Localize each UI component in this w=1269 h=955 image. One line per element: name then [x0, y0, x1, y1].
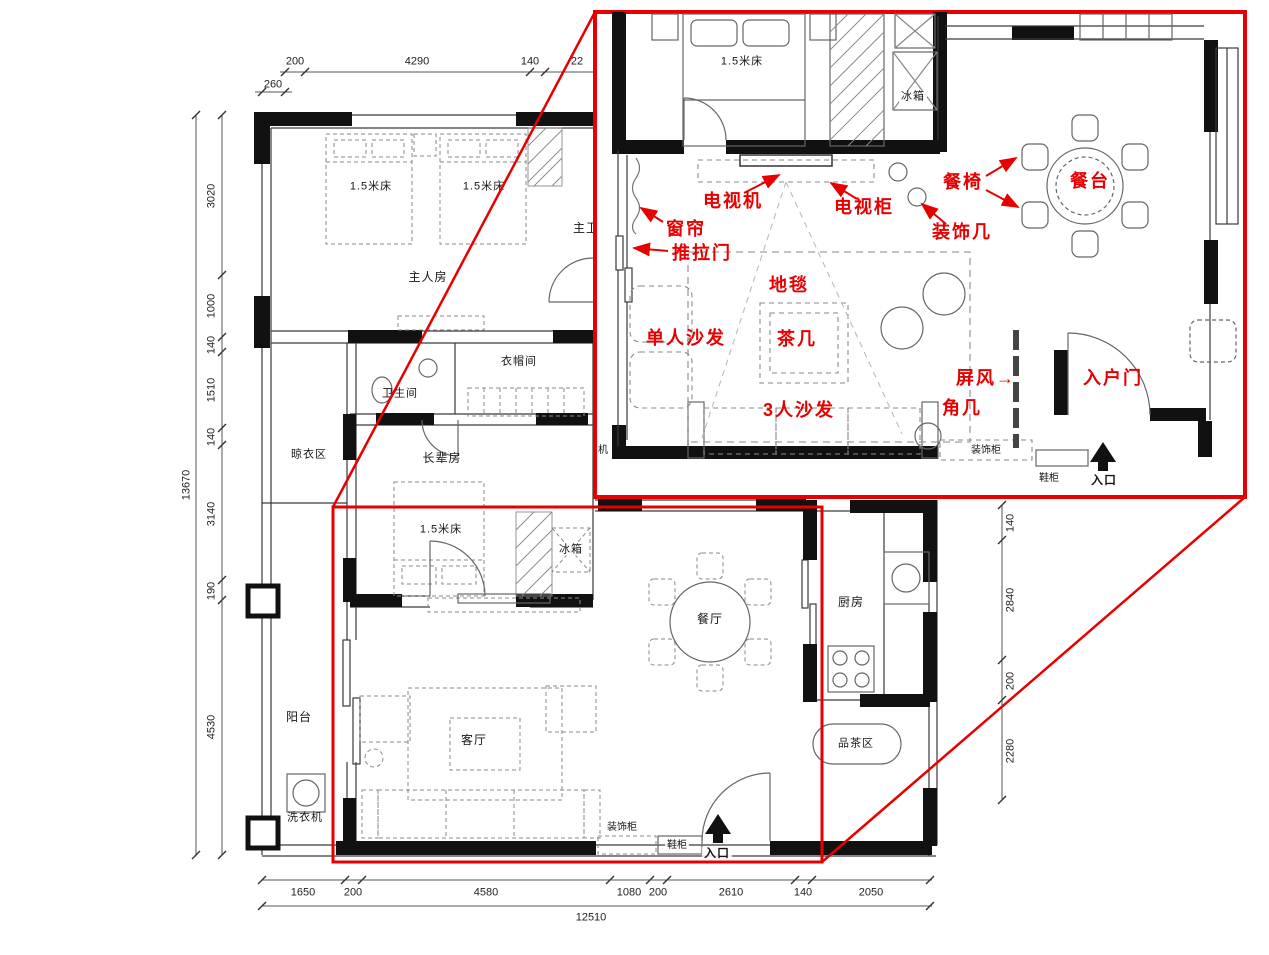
annotation-tv: 电视机 [703, 191, 763, 211]
annotation-curtain: 窗帘 [666, 219, 706, 239]
arrow-curtain [639, 206, 664, 223]
furniture-dashed [325, 133, 772, 855]
zoom-callout-lines [331, 11, 1246, 864]
dim-bottom-6: 140 [793, 886, 813, 899]
annotation-screen: 屏风→ [956, 368, 1016, 388]
dim-top-0: 200 [285, 55, 305, 68]
label-fridge-main: 冰箱 [557, 543, 585, 556]
inset-entrance-arrow [1090, 442, 1116, 471]
room-label-cloakroom: 衣帽间 [501, 355, 537, 368]
dim-top-1: 4290 [404, 55, 430, 68]
room-label-dining-room: 餐厅 [694, 612, 726, 626]
label-shoe-cabinet-main: 鞋柜 [665, 840, 689, 851]
annotation-tv-cabinet: 电视柜 [834, 197, 894, 217]
room-label-kitchen: 厨房 [837, 595, 865, 609]
annotation-entry-door: 入户门 [1083, 368, 1143, 388]
arrow-tv-cabinet [829, 181, 858, 200]
annotation-sliding-door: 推拉门 [672, 243, 732, 263]
room-label-master-bath: 主卫 [572, 221, 600, 235]
dimension-ticks [191, 67, 1007, 911]
label-bed-master-left: 1.5米床 [347, 180, 395, 193]
label-inset-ac-partial: 机 [598, 445, 608, 456]
annotation-corner-table: 角几 [942, 398, 982, 418]
room-label-bathroom: 卫生间 [382, 387, 418, 400]
hatched-wardrobes [515, 127, 563, 597]
annotation-carpet: 地毯 [769, 275, 809, 295]
entrance-arrow [705, 814, 731, 843]
dimension-lines [195, 71, 1003, 907]
arrow-sliding-door [632, 242, 669, 257]
inset-furniture-dashed [629, 159, 1033, 461]
label-bed-master-right: 1.5米床 [460, 180, 508, 193]
dim-bottom-total: 12510 [575, 911, 607, 924]
label-entrance-main: 入口 [701, 846, 733, 860]
label-deco-cabinet-main: 装饰柜 [605, 822, 639, 833]
arrow-dining-chair-2 [985, 189, 1020, 208]
annotation-deco-side-table: 装饰几 [932, 222, 992, 242]
room-label-elder-room: 长辈房 [422, 451, 462, 465]
structural-columns [245, 583, 281, 851]
room-label-tea-area: 品茶区 [836, 737, 876, 750]
dim-bottom-3: 1080 [616, 886, 642, 899]
label-washing-machine: 洗衣机 [287, 811, 323, 824]
arrow-deco-side-table [920, 202, 947, 225]
dim-bottom-5: 2610 [718, 886, 744, 899]
annotation-tea-table: 茶几 [777, 329, 817, 349]
dim-top-sub: 260 [263, 78, 283, 91]
dim-bottom-1: 200 [343, 886, 363, 899]
zoom-source-box [331, 505, 824, 864]
inset-furniture-solid [651, 13, 1237, 467]
dim-top-3: 22 [570, 55, 584, 68]
annotation-single-sofa: 单人沙发 [646, 328, 726, 348]
arrow-dining-chair-1 [985, 156, 1018, 177]
dim-bottom-4: 200 [648, 886, 668, 899]
annotation-dining-table: 餐台 [1070, 171, 1110, 191]
dim-bottom-2: 4580 [473, 886, 499, 899]
label-bed-elder: 1.5米床 [417, 523, 465, 536]
dim-bottom-7: 2050 [858, 886, 884, 899]
walls-solid [254, 112, 937, 855]
dim-bottom-0: 1650 [290, 886, 316, 899]
room-label-living-room: 客厅 [460, 733, 488, 747]
fixtures-solid [286, 257, 930, 855]
dim-top-2: 140 [520, 55, 540, 68]
label-inset-deco-cabinet: 装饰柜 [969, 445, 1003, 456]
room-label-drying-area: 晾衣区 [291, 448, 327, 461]
inset-screen-divider [1013, 330, 1019, 448]
label-inset-bed: 1.5米床 [718, 55, 766, 68]
label-inset-shoe-cabinet: 鞋柜 [1039, 473, 1059, 484]
inset-walls-thin [615, 16, 1239, 446]
label-inset-fridge: 冰箱 [899, 90, 927, 103]
inset-walls-solid [612, 12, 1218, 459]
annotation-arrows [632, 156, 1020, 257]
annotation-three-seat-sofa: 3人沙发 [762, 400, 836, 420]
annotation-dining-chair: 餐椅 [943, 172, 983, 192]
label-inset-entrance: 入口 [1090, 473, 1118, 487]
room-label-master-bedroom: 主人房 [408, 270, 448, 284]
room-label-balcony: 阳台 [285, 710, 313, 724]
arrow-tv [743, 174, 781, 194]
